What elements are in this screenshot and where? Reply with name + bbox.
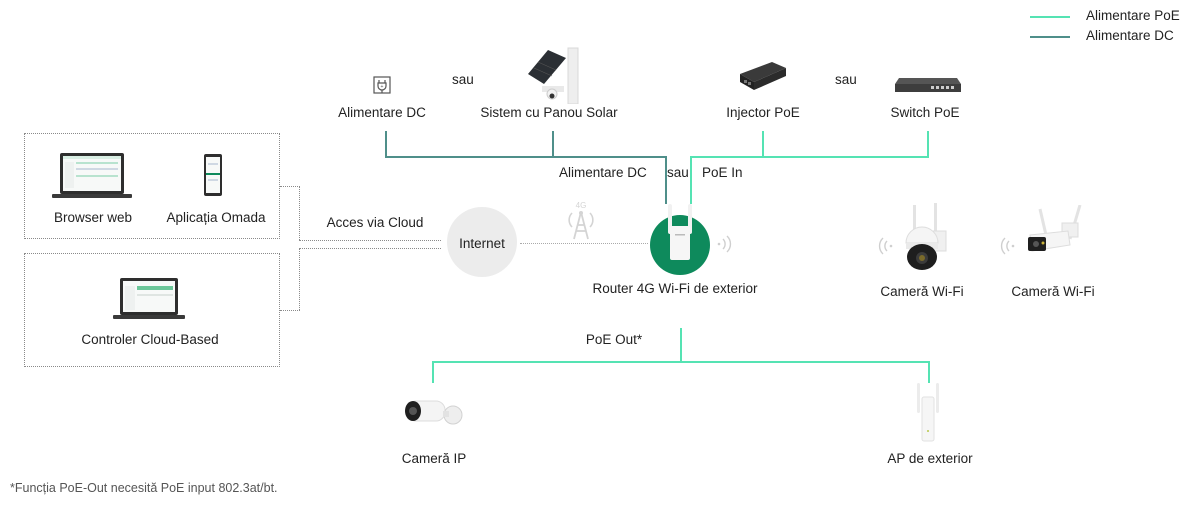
poe-injector-label: Injector PoE — [726, 105, 800, 120]
legend-dc-line — [1030, 36, 1070, 38]
wifi-camera-label-2: Cameră Wi-Fi — [1011, 284, 1095, 299]
internet-router-link — [520, 243, 648, 244]
browser-laptop-icon — [52, 152, 132, 200]
router-poe-in-label: PoE In — [702, 165, 743, 180]
legend-poe-label: Alimentare PoE — [1086, 8, 1180, 23]
router-dc-input-label: Alimentare DC — [559, 165, 647, 180]
wifi-camera-label-1: Cameră Wi-Fi — [880, 284, 964, 299]
or-label-1: sau — [452, 72, 474, 87]
poe-switch-label: Switch PoE — [890, 105, 960, 120]
wifi-signal-icon-1 — [878, 236, 894, 256]
poe-out-line-camera — [432, 361, 434, 383]
poe-out-label: PoE Out* — [585, 332, 643, 347]
controller-label: Controler Cloud-Based — [81, 332, 219, 347]
dc-adapter-label: Alimentare DC — [338, 105, 426, 120]
legend-poe-line — [1030, 16, 1070, 18]
poe-injector-icon — [738, 60, 788, 90]
dc-line-to-router — [665, 156, 667, 204]
ptz-camera-icon — [900, 203, 950, 271]
internet-label: Internet — [459, 236, 505, 251]
poe-out-line-ap — [928, 361, 930, 383]
bullet-wifi-camera-icon — [1024, 205, 1086, 261]
poe-line-to-router — [690, 156, 692, 204]
outdoor-ap-icon — [914, 383, 942, 443]
poe-out-line-vertical — [680, 328, 682, 362]
dc-line-solar — [552, 131, 554, 157]
ip-camera-icon — [403, 397, 465, 429]
poe-line-horizontal — [690, 156, 929, 158]
ip-camera-label: Cameră IP — [401, 451, 467, 466]
router-wifi-signal-icon — [716, 234, 732, 254]
wifi-signal-icon-2 — [1000, 236, 1016, 256]
svg-text:+: + — [381, 84, 384, 90]
local-management-box — [24, 133, 280, 239]
dc-line-adapter — [385, 131, 387, 157]
poe-switch-icon — [895, 76, 961, 94]
dc-line-horizontal — [385, 156, 667, 158]
poe-line-injector — [762, 131, 764, 157]
connector-top-stub — [280, 186, 300, 187]
controller-laptop-icon — [113, 277, 185, 321]
cell-tower-icon: 4G — [563, 199, 599, 241]
or-label-2: sau — [835, 72, 857, 87]
outdoor-ap-label: AP de exterior — [887, 451, 973, 466]
internet-node — [447, 207, 517, 277]
router-icon — [662, 204, 698, 270]
network-badge: 4G — [576, 201, 587, 210]
phone-app-icon — [203, 153, 223, 197]
connector-bottom-stub — [280, 310, 300, 311]
connector-top-vertical — [299, 186, 300, 240]
connector-top-horizontal — [299, 240, 441, 241]
poe-out-line-horizontal — [432, 361, 930, 363]
omada-app-label: Aplicația Omada — [166, 210, 266, 225]
solar-panel-icon — [522, 46, 586, 104]
router-or-label: sau — [667, 165, 689, 180]
browser-label: Browser web — [53, 210, 133, 225]
dc-plug-icon: + — [373, 76, 391, 94]
solar-system-label: Sistem cu Panou Solar — [480, 105, 618, 120]
cloud-access-label: Acces via Cloud — [326, 215, 424, 230]
poe-line-switch — [927, 131, 929, 157]
footnote: *Funcția PoE-Out necesită PoE input 802.… — [10, 481, 278, 495]
router-label: Router 4G Wi-Fi de exterior — [592, 281, 758, 296]
connector-bottom-horizontal — [299, 248, 441, 249]
legend-dc-label: Alimentare DC — [1086, 28, 1174, 43]
connector-bottom-vertical — [299, 248, 300, 310]
cloud-controller-box — [24, 253, 280, 367]
